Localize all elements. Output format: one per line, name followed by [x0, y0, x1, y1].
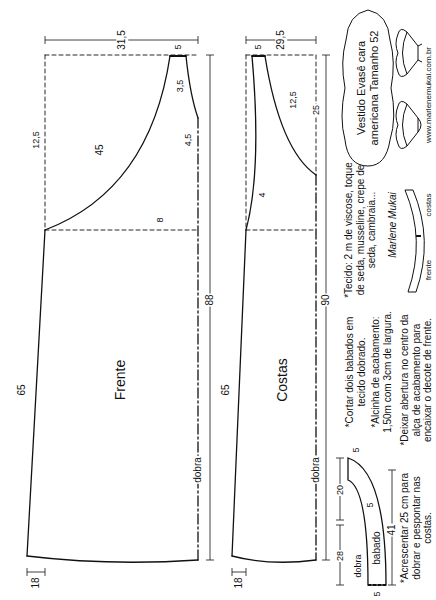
- title-cloud: [342, 10, 394, 166]
- strap-edge: [413, 190, 424, 292]
- strap-sketch: [418, 44, 422, 62]
- dimension-label: 3,5: [175, 80, 185, 93]
- back-piece-outline: [232, 55, 316, 562]
- side-seam: [232, 230, 246, 556]
- dimension-label: 8: [155, 217, 165, 222]
- dimension-label: 4: [257, 192, 267, 197]
- fold-label: dobra: [353, 554, 363, 577]
- piece-name: babado: [371, 531, 383, 564]
- cloud-outline: [342, 10, 394, 166]
- front-piece-outline: [27, 55, 198, 562]
- pattern-piece: Frente dobra: [20, 50, 205, 565]
- pattern-piece: babado dobra: [336, 452, 392, 592]
- back-neckline: [265, 56, 316, 175]
- strap-edge: [405, 190, 416, 292]
- dimension-label: 5: [351, 447, 361, 452]
- dimension-label: 5: [173, 44, 183, 49]
- neckline: [186, 56, 198, 118]
- ruffle-band: [348, 458, 386, 585]
- dimension-label: 29,5: [275, 29, 287, 50]
- dimension-line: [232, 568, 246, 576]
- dimension-line: [27, 568, 45, 576]
- dimension-label: Marlene Mukai: [387, 192, 399, 258]
- dimension-label: 4,5: [183, 134, 193, 147]
- side-seam: [27, 230, 45, 556]
- pattern-note: *Tecido: 2 m de viscose, toque de seda, …: [343, 160, 378, 300]
- waist-line: [45, 230, 198, 231]
- strap-end: [405, 190, 416, 292]
- dimension-label: costas: [424, 193, 433, 216]
- waist-line: [246, 230, 316, 231]
- dimension-label: 5: [372, 591, 382, 596]
- dimension-label: 90: [320, 293, 332, 306]
- neck-sketch: [418, 118, 421, 132]
- dimension-label: 28: [335, 550, 345, 562]
- fold-label: dobra: [310, 456, 322, 484]
- fold-label: dobra: [192, 456, 204, 484]
- fold-line: [197, 118, 198, 560]
- ruffle-outline: [348, 458, 386, 585]
- dimension-label: 5: [365, 502, 375, 507]
- dimension-label: 45: [94, 144, 106, 155]
- dimension-label: www.marlenemukai.com.br: [425, 47, 434, 143]
- armhole-curve: [246, 56, 256, 230]
- dimension-label: 5: [253, 44, 263, 49]
- dress-sketches: [396, 29, 422, 148]
- dimension-label: 88: [204, 293, 216, 306]
- strap-top: [170, 55, 186, 57]
- pattern-piece: Costas dobra: [228, 50, 320, 565]
- armhole-curve: [45, 56, 170, 230]
- strap-sketch: [405, 190, 424, 292]
- dimension-label: 65: [220, 384, 232, 395]
- strap-opening: [416, 235, 421, 237]
- guide-line: [45, 55, 198, 230]
- piece-name: Frente: [112, 360, 128, 400]
- dimension-label: 12,5: [31, 131, 41, 149]
- pattern-note: *Deixar abertura no centro da alça de ac…: [399, 305, 434, 455]
- guide-line: [246, 55, 316, 230]
- dimension-label: 65: [16, 384, 28, 395]
- dimension-line: [322, 55, 330, 560]
- dimension-label: 31,5: [116, 29, 128, 50]
- pattern-note: *Alcinha de acabamento: 1,50m com 3cm de…: [370, 302, 393, 442]
- strap-top: [252, 55, 265, 57]
- dimension-line: [206, 55, 214, 560]
- pattern-note: *Acrescentar 25 cm para dobrar e pespont…: [399, 466, 434, 591]
- hem-line: [232, 556, 316, 562]
- ruffle-sketch: [396, 29, 407, 76]
- dress-sketch: [403, 32, 419, 74]
- hem-line: [27, 556, 198, 562]
- pattern-title: Vestido Evasê cara americana Tamanho 52: [355, 18, 380, 158]
- dimension-label: 20: [335, 484, 345, 496]
- dimension-lines: [27, 36, 396, 585]
- dimension-label: 12,5: [288, 91, 298, 109]
- pattern-note: *Cortar dois babados em tecido dobrado.: [344, 302, 367, 442]
- dimension-label: 25: [311, 104, 321, 116]
- piece-name: Costas: [274, 358, 290, 402]
- fold-line: [315, 175, 316, 560]
- dimension-label: 41: [386, 523, 398, 536]
- dimension-label: 18: [233, 577, 245, 588]
- fold-line: [368, 584, 386, 586]
- dress-sketch: [403, 104, 419, 146]
- ruffle-sketch: [396, 101, 407, 148]
- dimension-label: frente: [424, 260, 433, 280]
- dimension-label: 18: [30, 577, 42, 588]
